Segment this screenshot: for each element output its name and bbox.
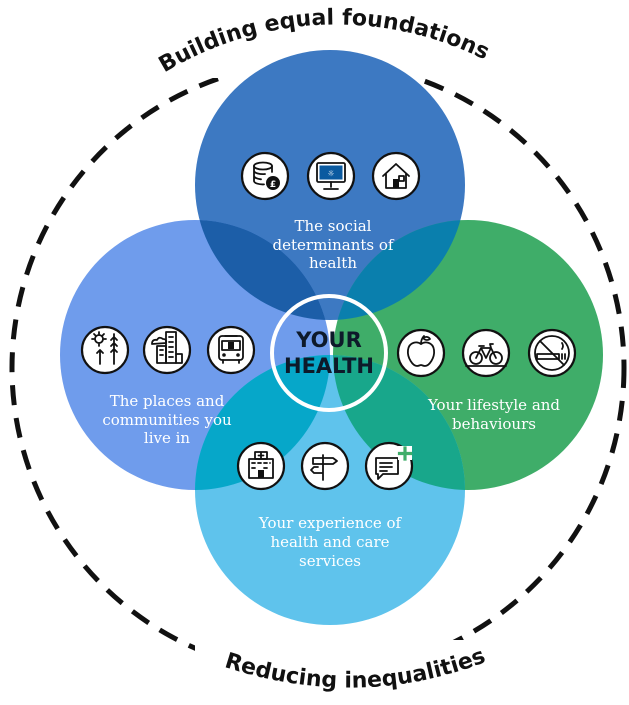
- right-circle-label-line1: Your lifestyle and: [427, 396, 560, 414]
- left-circle-label-line1: The places and: [110, 392, 225, 410]
- left-circle-label-line2: communities you: [102, 411, 232, 429]
- house-icon: [371, 151, 421, 201]
- center-label-line2: HEALTH: [284, 354, 374, 378]
- bottom-circle-label-line3: services: [299, 552, 361, 570]
- left-circle-label-line3: live in: [144, 429, 191, 447]
- bottom-circle-label-line1: Your experience of: [258, 514, 403, 532]
- bottom-banner-backdrop: [195, 640, 505, 705]
- sun-trees-icon: [80, 325, 130, 375]
- chat-plus-icon: [364, 441, 414, 491]
- bus-icon: [206, 325, 256, 375]
- overlap-top-left: [195, 220, 330, 320]
- top-circle-label-line3: health: [309, 254, 357, 272]
- bicycle-icon: [461, 328, 511, 378]
- signpost-icon: [300, 441, 350, 491]
- center-label-line1: YOUR: [295, 328, 362, 352]
- svg-text:☼: ☼: [327, 169, 334, 178]
- right-circle-label-line2: behaviours: [452, 415, 536, 433]
- center-circle: [270, 294, 388, 412]
- overlap-top-right: [333, 220, 465, 320]
- apple-icon: [396, 328, 446, 378]
- svg-text:£: £: [270, 180, 276, 190]
- bottom-circle-label-line2: health and care: [270, 533, 389, 551]
- city-buildings-icon: [142, 325, 192, 375]
- overlap-left-bottom: [195, 355, 330, 490]
- no-smoking-icon: [527, 328, 577, 378]
- overlap-right-bottom: [333, 355, 465, 490]
- money-coins-icon: £: [240, 151, 290, 201]
- top-circle-label-line1: The social: [295, 217, 372, 235]
- hospital-icon: [236, 441, 286, 491]
- computer-monitor-icon: ☼: [306, 151, 356, 201]
- top-circle-label-line2: determinants of: [273, 236, 395, 254]
